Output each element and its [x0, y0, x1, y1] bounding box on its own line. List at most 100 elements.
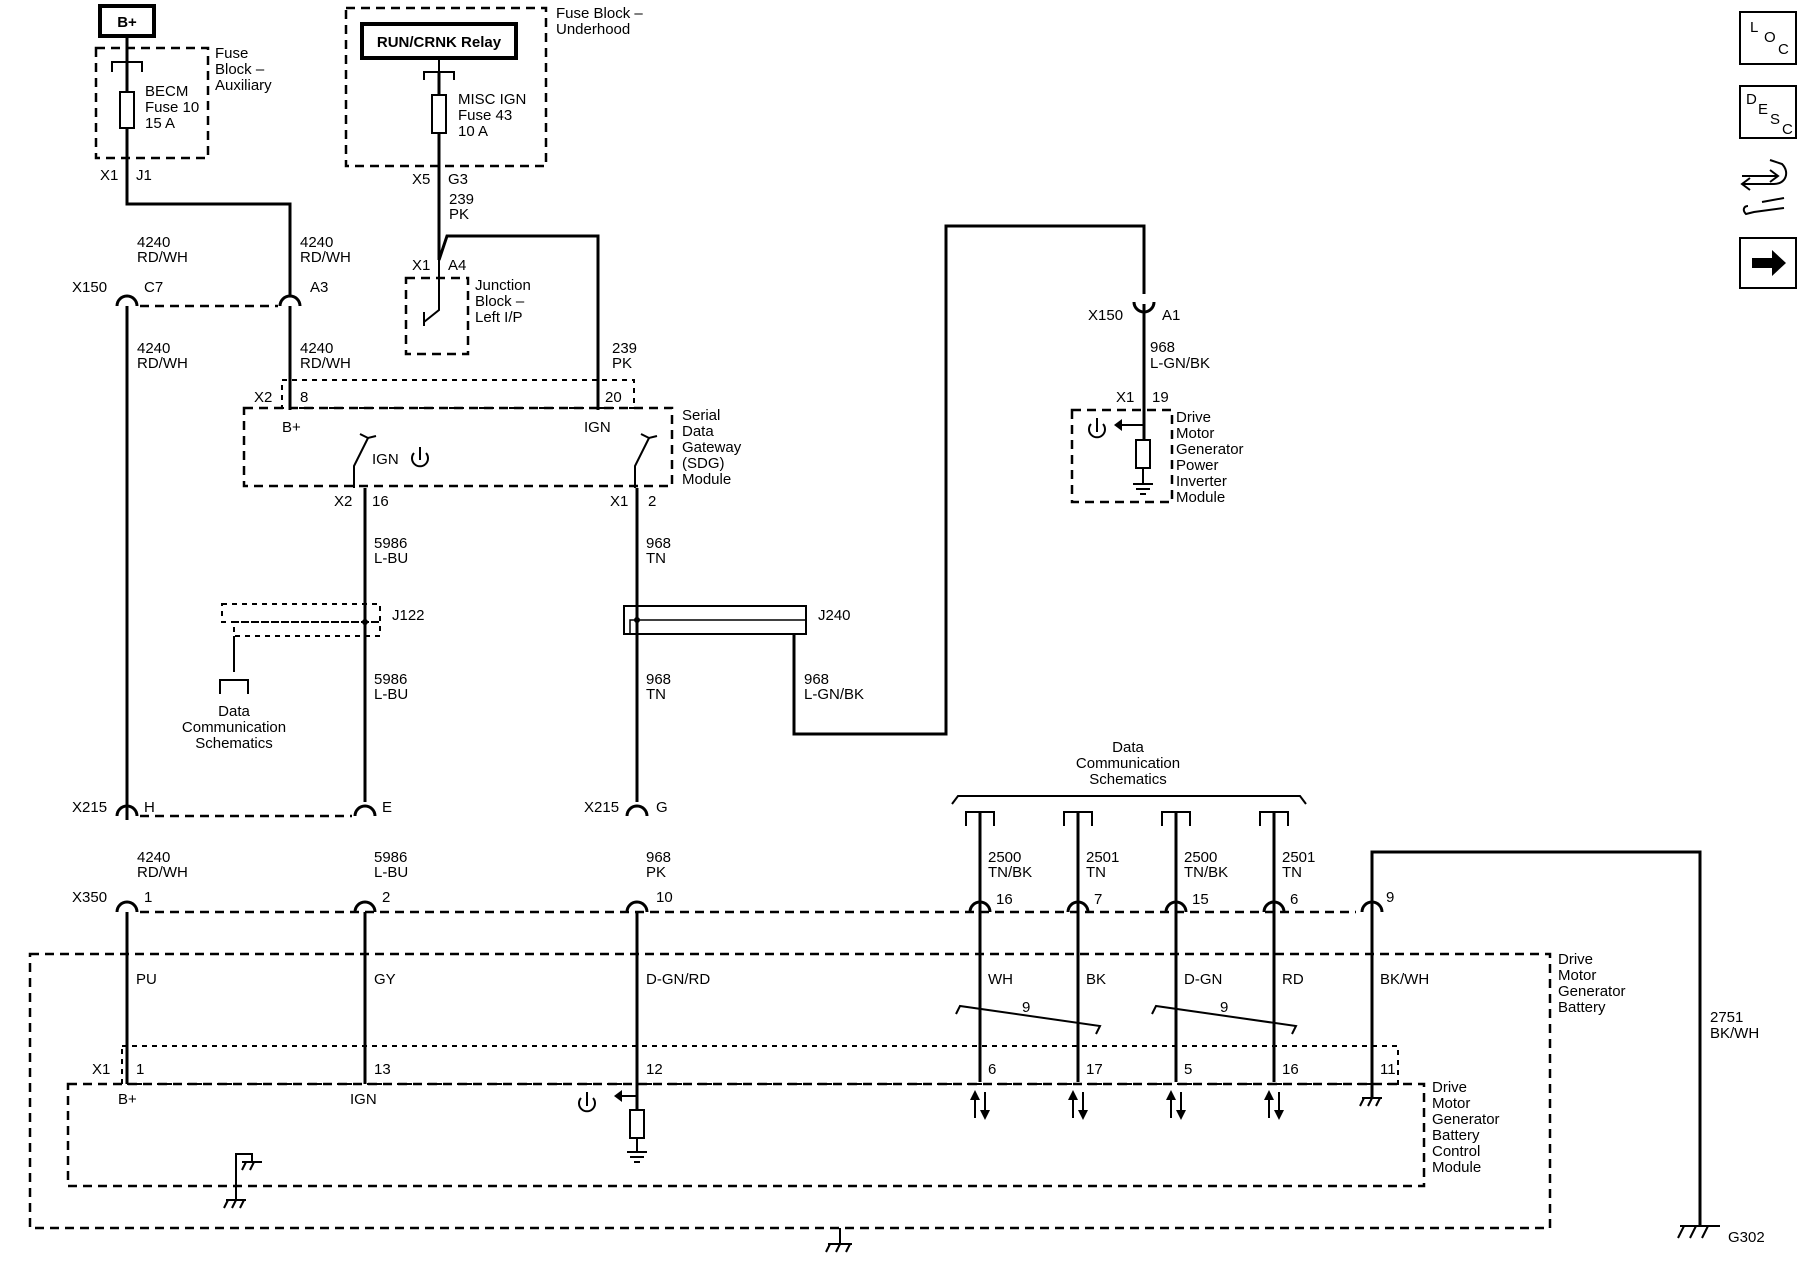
power-icon: [578, 1092, 596, 1113]
sdg-x2b: X2: [334, 493, 352, 510]
ground-g302-icon: [1677, 1204, 1720, 1239]
uh-pin-g3: G3: [448, 171, 468, 188]
c7-label: C7: [144, 279, 163, 296]
x350-p2: 2: [382, 889, 390, 906]
can-wire-2-inner-pin: 5: [1184, 1061, 1192, 1078]
svg-text:C: C: [1782, 121, 1793, 138]
g302-label: G302: [1728, 1229, 1765, 1246]
can-wire-1-pin: 7: [1094, 891, 1102, 908]
x215-e: E: [382, 799, 392, 816]
battery-dgnrd: D-GN/RD: [646, 971, 710, 988]
x350-label: X350: [72, 889, 107, 906]
can-wire-3-inner-color: RD: [1282, 971, 1304, 988]
loc-button[interactable]: L O C: [1739, 11, 1797, 65]
bidirectional-arrow-icon-2: [1166, 1090, 1186, 1120]
can-wire-1-inner-pin: 17: [1086, 1061, 1103, 1078]
svg-text:C: C: [1778, 41, 1789, 58]
sdg-ign: IGN: [584, 419, 611, 436]
x350-p10: 10: [656, 889, 673, 906]
aux-pin-x1: X1: [100, 167, 118, 184]
svg-text:O: O: [1764, 29, 1776, 46]
x150-label: X150: [72, 279, 107, 296]
sdg-bplus: B+: [282, 419, 301, 436]
underhood-title: Fuse Block –Underhood: [556, 5, 643, 38]
twist-1: 9: [1022, 999, 1030, 1016]
uh-pin-x5: X5: [412, 171, 430, 188]
battery-pu: PU: [136, 971, 157, 988]
desc-button[interactable]: D E S C: [1739, 85, 1797, 139]
x215-label-left: X215: [72, 799, 107, 816]
power-icon: [411, 447, 429, 468]
inv-x150: X150: [1088, 307, 1123, 324]
connector-x215: X215 H E X215 G: [72, 799, 668, 818]
relay-label: RUN/CRNK Relay: [377, 34, 502, 51]
inv-pin19: 19: [1152, 389, 1169, 406]
sdg-pin20: 20: [605, 389, 622, 406]
battery-bkwh: BK/WH: [1380, 971, 1429, 988]
bplus-label: B+: [117, 14, 137, 31]
bcm-p1: 1: [136, 1061, 144, 1078]
svg-text:E: E: [1758, 101, 1768, 118]
sdg-pin8: 8: [300, 389, 308, 406]
can-wire-3-pin: 6: [1290, 891, 1298, 908]
battery-gy: GY: [374, 971, 396, 988]
bidirectional-arrow-icon-3: [1264, 1090, 1284, 1120]
bidirectional-arrow-icon-0: [970, 1090, 990, 1120]
can-wire-0-inner-pin: 6: [988, 1061, 996, 1078]
bcm-p13: 13: [374, 1061, 391, 1078]
internal-ground-icon: [223, 1153, 262, 1209]
chassis-ground-icon: [825, 1228, 852, 1253]
jb-pin-x1: X1: [412, 257, 430, 274]
x215-g: G: [656, 799, 668, 816]
hand-wrench-icon[interactable]: [1740, 159, 1788, 216]
fuse-block-underhood: RUN/CRNK Relay Fuse Block –Underhood MIS…: [344, 5, 643, 260]
a3-label: A3: [310, 279, 328, 296]
bcm-x1: X1: [92, 1061, 110, 1078]
jb-pin-a4: A4: [448, 257, 466, 274]
sdg-x1: X1: [610, 493, 628, 510]
can-wire-0-inner-color: WH: [988, 971, 1013, 988]
svg-text:L: L: [1750, 19, 1758, 36]
sdg-x2: X2: [254, 389, 272, 406]
sdg-ign-label: IGN: [372, 451, 399, 468]
bcm-bplus: B+: [118, 1091, 137, 1108]
connector-x350: X350 1 2 10 9: [72, 889, 1394, 914]
j240-label: J240: [818, 607, 851, 624]
next-arrow-button[interactable]: [1739, 237, 1797, 289]
